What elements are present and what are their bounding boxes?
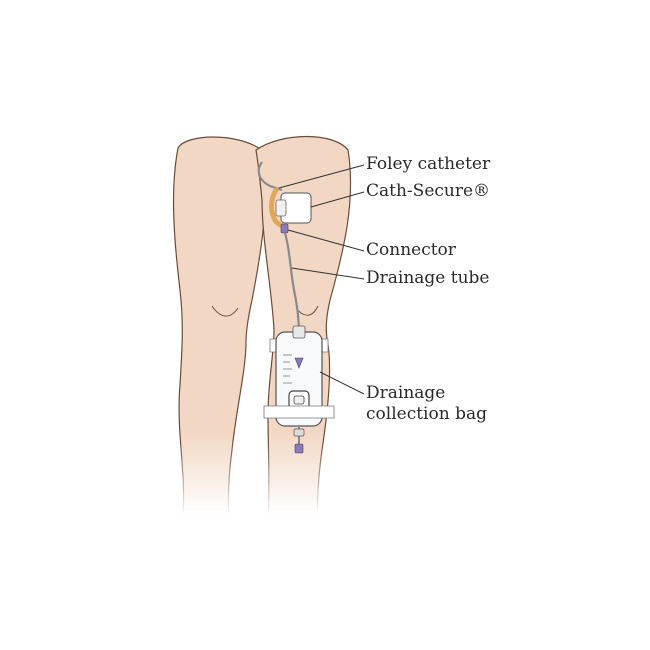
drainage-tube-label: Drainage tube [366, 268, 490, 288]
left-knee-crease [211, 305, 239, 317]
bag-inlet [292, 325, 306, 339]
left-leg [172, 136, 266, 516]
foley-catheter-icon [269, 187, 285, 229]
leader-connector [287, 229, 365, 252]
leader-drainage-tube [291, 267, 365, 280]
lower-strap [263, 405, 335, 419]
leader-cath-secure [310, 191, 365, 208]
cath-secure-label: Cath-Secure® [366, 181, 491, 201]
bag-measurement-scale [283, 354, 292, 384]
bag-valve [294, 357, 304, 369]
drainage-tube [283, 232, 301, 337]
connector-label: Connector [366, 240, 456, 260]
outlet-cap-icon [294, 443, 304, 454]
leader-foley [278, 164, 365, 189]
outlet-valve-icon [293, 428, 305, 437]
drainage-bag-label-line2: collection bag [366, 404, 487, 424]
cath-secure-clip [275, 199, 287, 217]
drainage-bag-label: Drainage collection bag [366, 383, 487, 425]
bag-window-inner [293, 395, 305, 405]
callout-lines [278, 164, 365, 395]
drainage-bag-label-line1: Drainage [366, 383, 446, 403]
connector-icon [280, 223, 289, 234]
foley-catheter-label: Foley catheter [366, 154, 491, 174]
catheter-upper-tube [257, 161, 283, 192]
leader-bag [319, 371, 365, 395]
